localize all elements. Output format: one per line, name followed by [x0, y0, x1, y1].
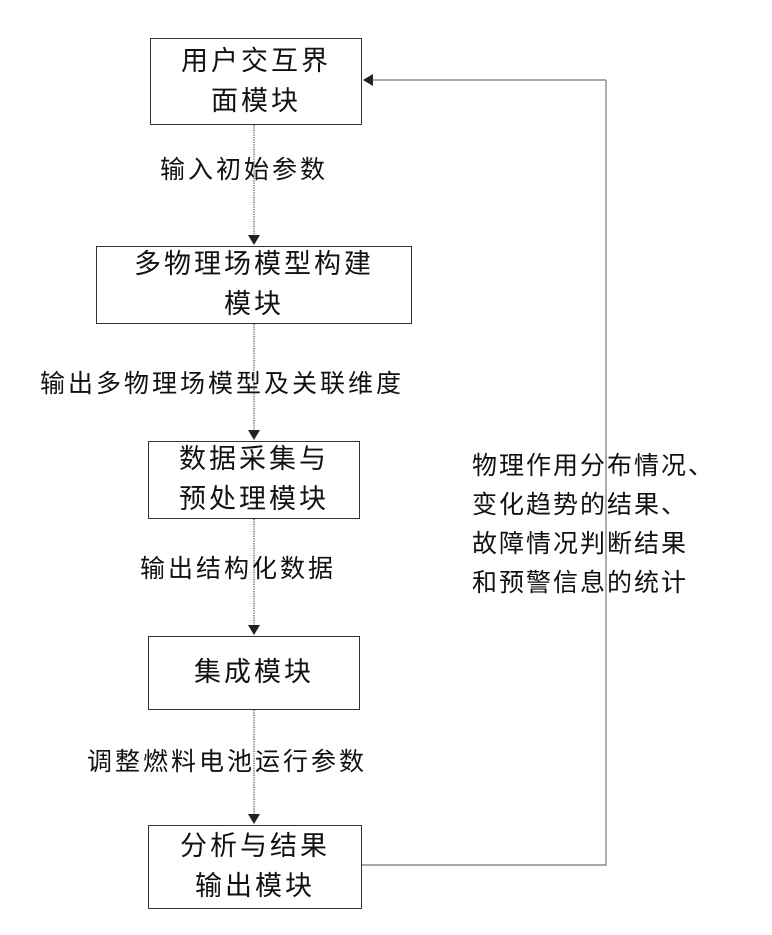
module-analysis: 分析与结果 输出模块	[148, 825, 362, 909]
module-ui-line-2: 面模块	[211, 82, 301, 122]
module-data-line-1: 数据采集与	[179, 440, 329, 480]
edge-label-input-params: 输入初始参数	[160, 150, 328, 186]
module-model-line-1: 多物理场模型构建	[134, 245, 374, 285]
feedback-label: 物理作用分布情况、 变化趋势的结果、 故障情况判断结果 和预警信息的统计	[472, 446, 715, 602]
edge-label-output-model: 输出多物理场模型及关联维度	[40, 364, 404, 400]
edge-label-output-structured-data: 输出结构化数据	[140, 549, 336, 585]
feedback-label-line-2: 变化趋势的结果、	[472, 485, 715, 524]
feedback-label-line-1: 物理作用分布情况、	[472, 446, 715, 485]
feedback-label-line-4: 和预警信息的统计	[472, 563, 715, 602]
module-analysis-line-2: 输出模块	[195, 867, 315, 907]
module-analysis-line-1: 分析与结果	[180, 827, 330, 867]
module-integ-line-1: 集成模块	[194, 653, 314, 693]
module-data: 数据采集与 预处理模块	[148, 441, 360, 519]
module-integ: 集成模块	[148, 636, 360, 710]
module-ui-line-1: 用户交互界	[181, 42, 331, 82]
module-model-line-2: 模块	[224, 285, 284, 325]
feedback-label-line-3: 故障情况判断结果	[472, 524, 715, 563]
module-model: 多物理场模型构建 模块	[96, 246, 412, 324]
module-ui: 用户交互界 面模块	[150, 38, 362, 125]
module-data-line-2: 预处理模块	[179, 480, 329, 520]
edge-label-adjust-fuel-cell: 调整燃料电池运行参数	[87, 742, 367, 778]
